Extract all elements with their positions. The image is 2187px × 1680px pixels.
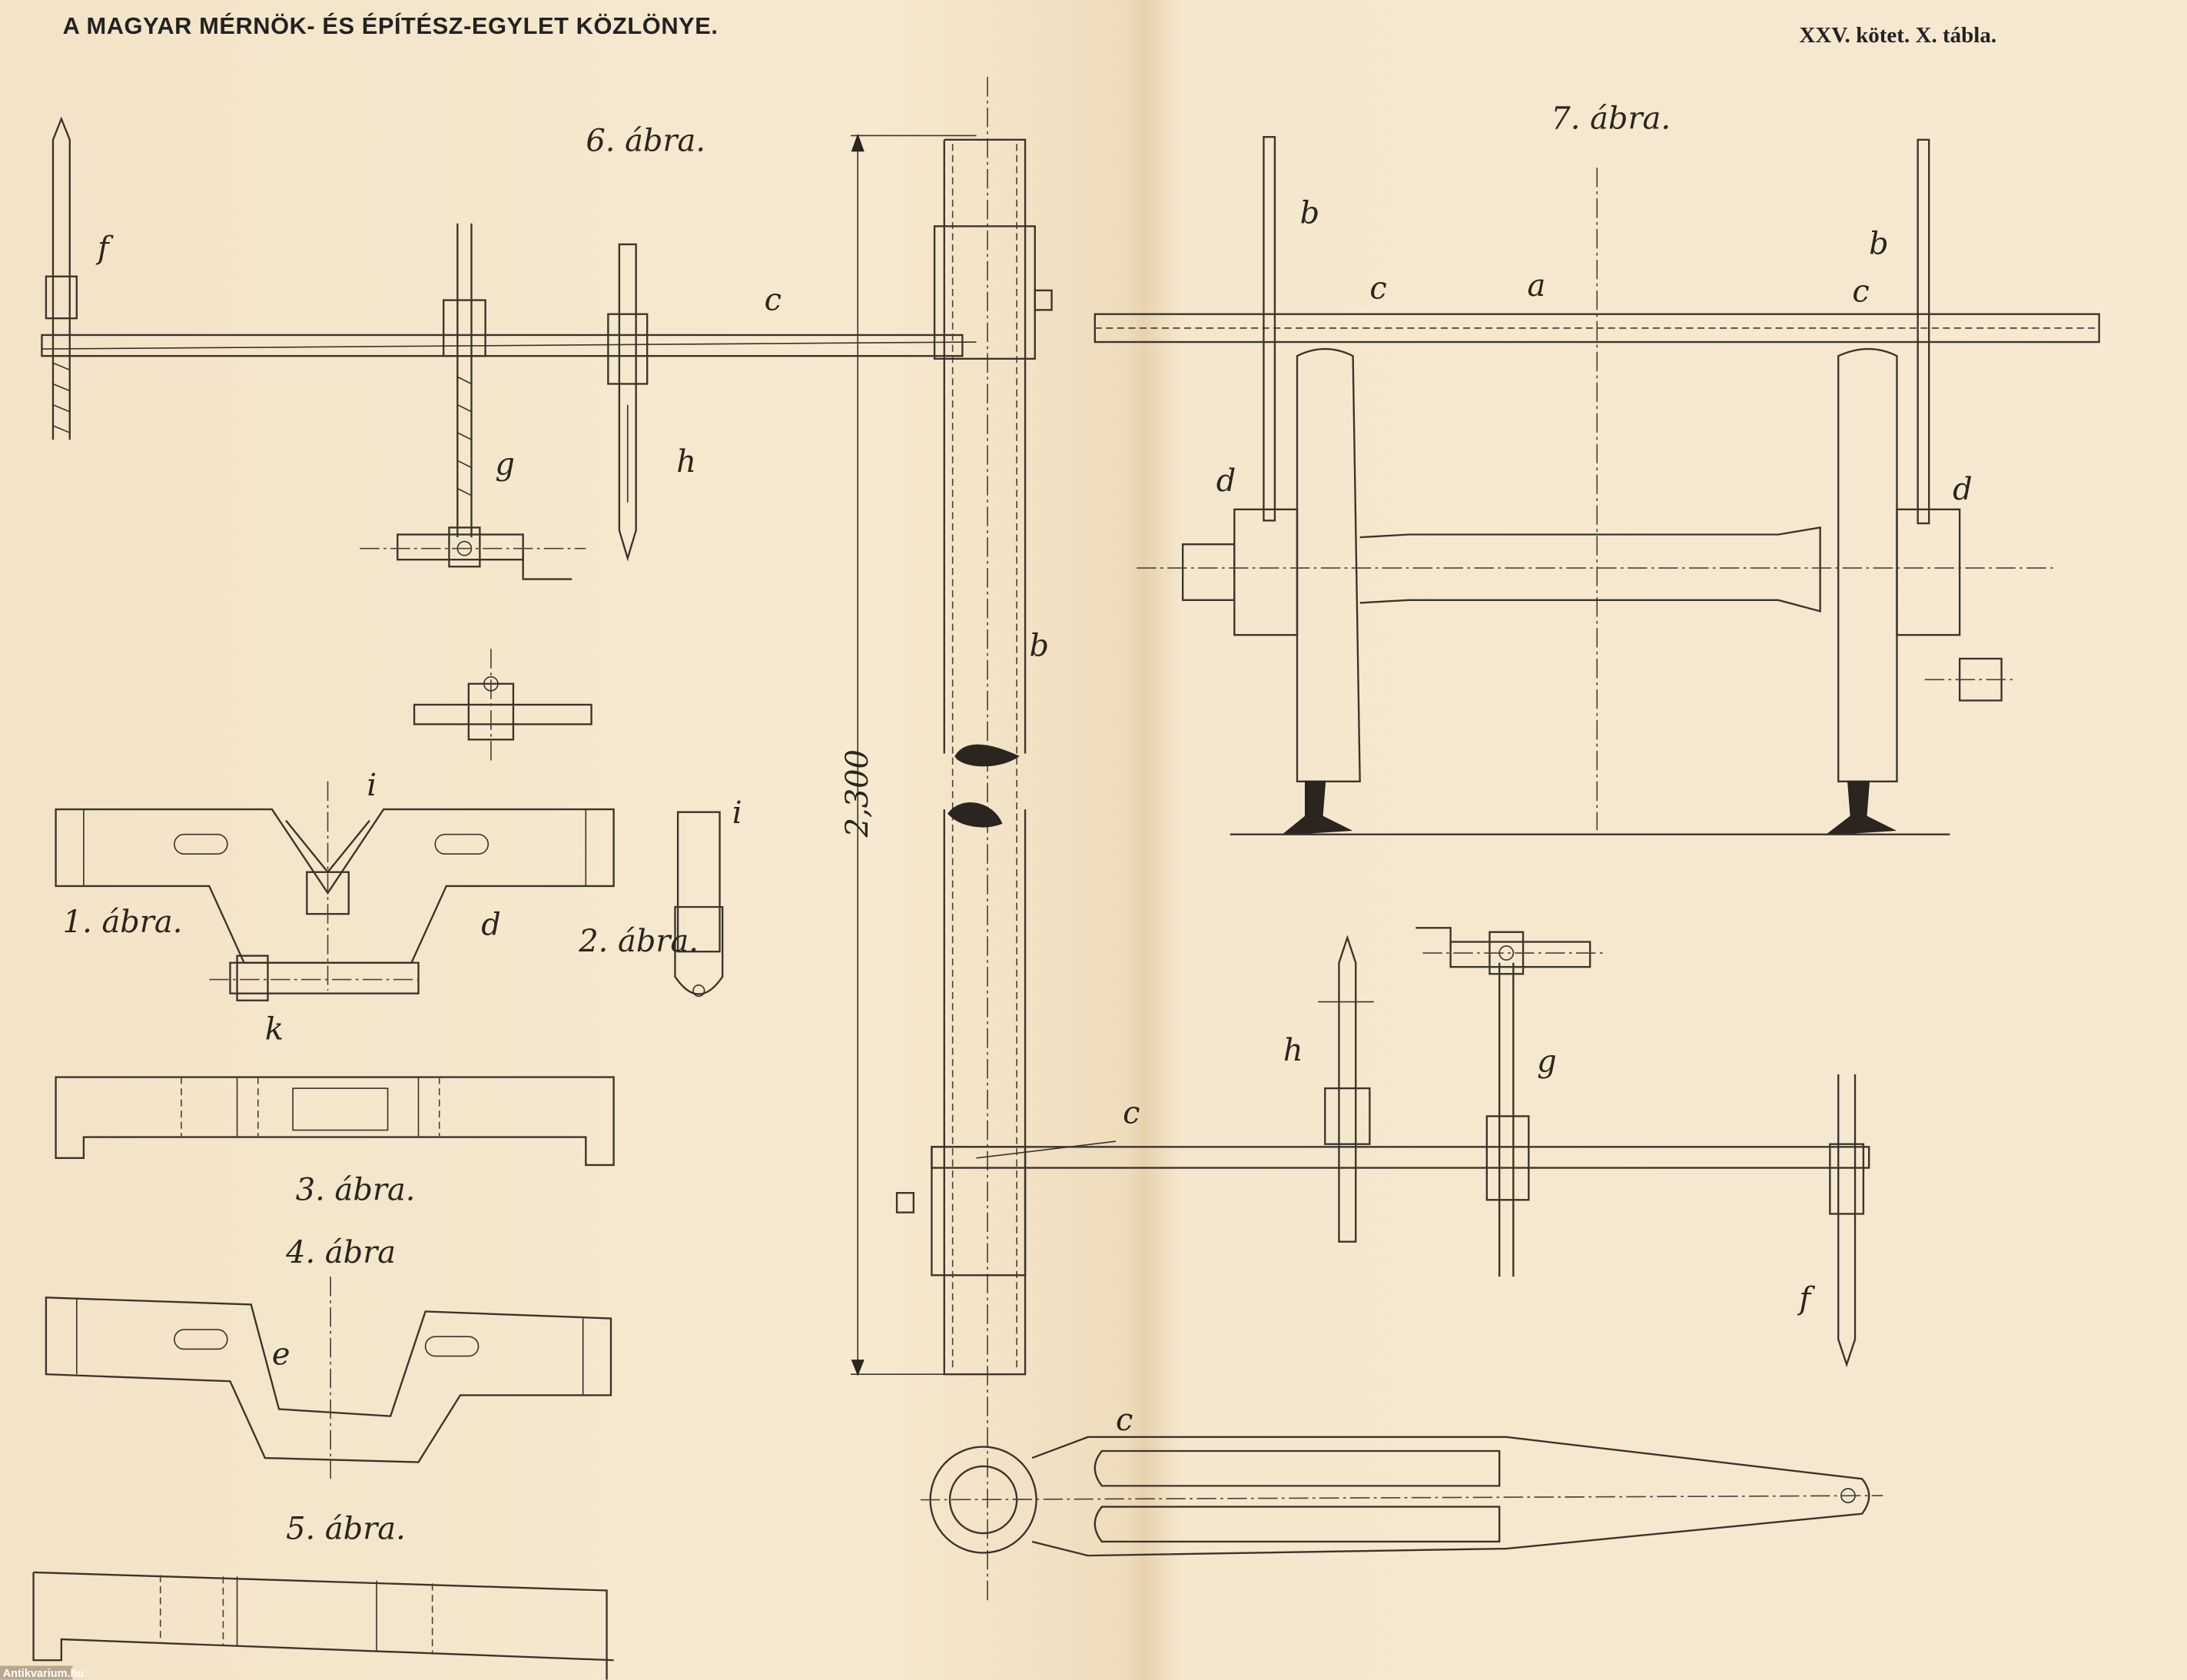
label-i-fig2: i bbox=[732, 795, 742, 831]
label-d-right: d bbox=[1953, 472, 1973, 507]
label-c-7r: c bbox=[1852, 274, 1869, 309]
dimension-label: 2,300 bbox=[840, 749, 875, 838]
label-f-lower: f bbox=[1797, 1281, 1815, 1316]
label-h-lower: h bbox=[1283, 1033, 1303, 1068]
watermark: Antikvarium.hu bbox=[3, 1668, 85, 1680]
label-i: i bbox=[367, 768, 377, 803]
label-g: g bbox=[495, 447, 515, 482]
bar-c-assembly-lower: c h g f bbox=[895, 927, 1870, 1368]
label-a: a bbox=[1527, 268, 1545, 304]
label-c-7l: c bbox=[1369, 271, 1386, 307]
label-f: f bbox=[95, 231, 114, 266]
figure-4-label: 4. ábra bbox=[285, 1235, 396, 1270]
label-d-left: d bbox=[1216, 463, 1236, 499]
plate-number: XXV. kötet. X. tábla. bbox=[1799, 23, 1996, 48]
figure-2-label: 2. ábra. bbox=[578, 924, 699, 959]
figure-1-label: 1. ábra. bbox=[63, 905, 183, 940]
label-b-long: b bbox=[1030, 628, 1050, 663]
figure-1: i d k 1. ábra. bbox=[55, 768, 615, 1048]
label-b-right: b bbox=[1869, 227, 1889, 262]
figure-3: 3. ábra. bbox=[55, 1076, 615, 1207]
figure-6-label: 6. ábra. bbox=[586, 123, 705, 158]
long-bar-b: b 2,300 bbox=[840, 77, 1053, 1605]
figure-7-label: 7. ábra. bbox=[1551, 101, 1671, 136]
label-g-lower: g bbox=[1537, 1044, 1557, 1079]
label-k: k bbox=[265, 1012, 284, 1048]
figure-4: 4. ábra e bbox=[45, 1235, 612, 1479]
figure-6: 6. ábra. f g h c bbox=[41, 116, 977, 761]
label-c: c bbox=[765, 282, 782, 317]
label-e: e bbox=[272, 1336, 290, 1372]
watermark-bg bbox=[0, 1665, 73, 1680]
label-d-fig1: d bbox=[481, 907, 501, 942]
label-c-lower: c bbox=[1123, 1095, 1140, 1131]
figure-2: i 2. ábra. bbox=[578, 795, 742, 998]
journal-title: A MAGYAR MÉRNÖK- ÉS ÉPÍTÉSZ-EGYLET KÖZLÖ… bbox=[63, 12, 718, 39]
label-h: h bbox=[676, 444, 696, 480]
label-b-left: b bbox=[1300, 196, 1320, 231]
figure-5: 5. ábra. bbox=[32, 1511, 614, 1680]
figure-3-label: 3. ábra. bbox=[296, 1172, 416, 1207]
lever-c: c bbox=[920, 1403, 1883, 1557]
label-c-lever: c bbox=[1116, 1403, 1133, 1438]
figure-5-label: 5. ábra. bbox=[286, 1511, 406, 1546]
figure-7: 7. ábra. a c c b b d d bbox=[1094, 101, 2100, 835]
